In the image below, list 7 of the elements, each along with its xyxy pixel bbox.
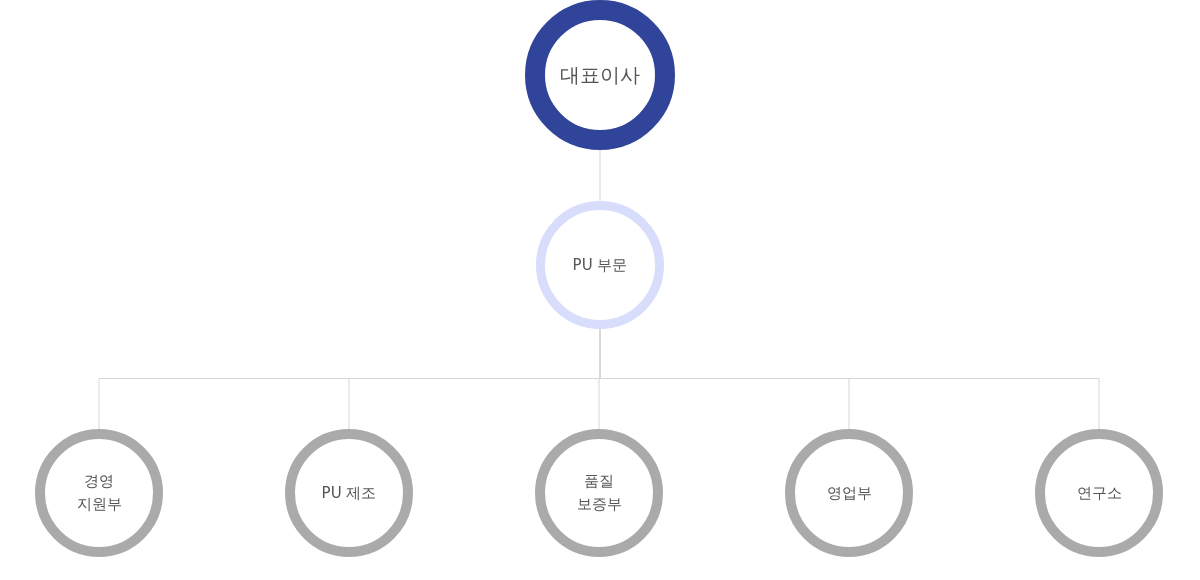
org-circle: 경영 지원부 bbox=[35, 429, 163, 557]
org-circle: 영업부 bbox=[785, 429, 913, 557]
org-circle: 대표이사 bbox=[525, 0, 675, 150]
org-circle: 품질 보증부 bbox=[535, 429, 663, 557]
org-circle: PU 부문 bbox=[536, 201, 664, 329]
org-circle: 연구소 bbox=[1035, 429, 1163, 557]
org-circle: PU 제조 bbox=[285, 429, 413, 557]
